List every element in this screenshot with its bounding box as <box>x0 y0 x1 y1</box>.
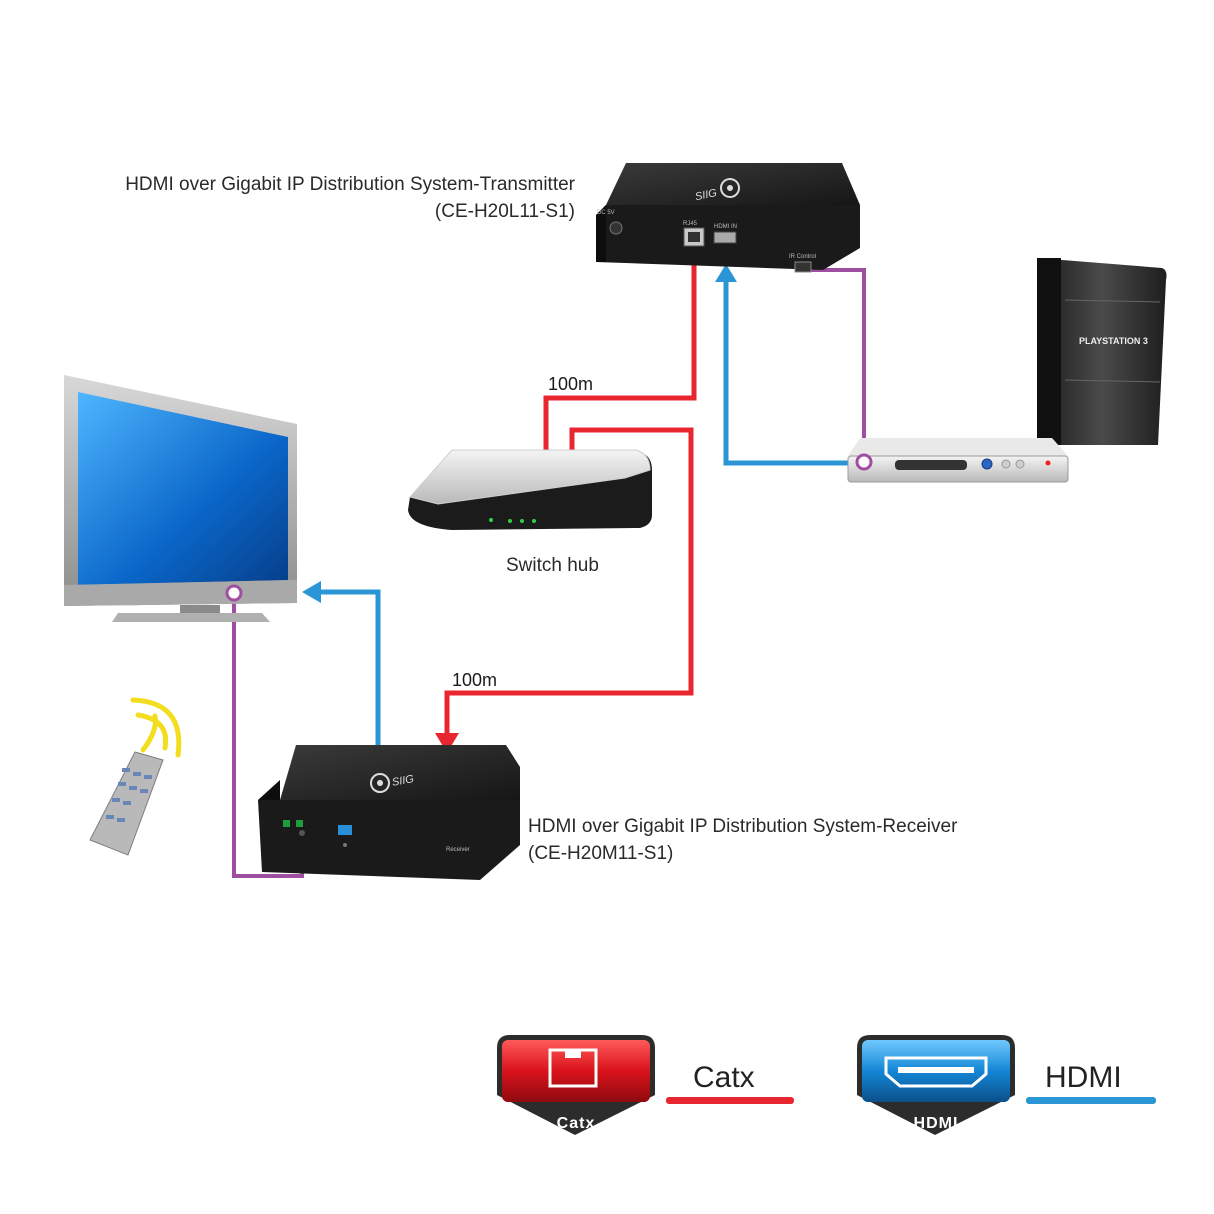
hdmi-arrowhead-tv <box>302 581 321 603</box>
switch-hub-label: Switch hub <box>506 555 599 576</box>
svg-text:RJ45: RJ45 <box>683 221 698 227</box>
transmitter-title: HDMI over Gigabit IP Distribution System… <box>125 174 575 195</box>
hdmi-cable-receiver-to-tv <box>318 589 381 752</box>
receiver-title: HDMI over Gigabit IP Distribution System… <box>528 816 958 837</box>
ir-signal-icon <box>130 697 182 758</box>
legend-hdmi: HDMI HDMI <box>857 1035 1156 1135</box>
catx-legend-line <box>666 1097 794 1104</box>
svg-text:HDMI IN: HDMI IN <box>714 224 737 230</box>
siig-logo: SIIG <box>694 178 740 203</box>
playstation-console: PLAYSTATION 3 <box>1037 258 1167 445</box>
catx-legend-label: Catx <box>693 1061 755 1094</box>
hdmi-arrowhead-transmitter <box>715 264 737 282</box>
receiver-box: Receiver SIIG <box>258 745 520 880</box>
svg-text:DC 5V: DC 5V <box>597 210 615 216</box>
catx-cables <box>444 250 697 735</box>
receiver-model: (CE-H20M11-S1) <box>528 843 673 864</box>
transmitter-box: DC 5V RJ45 HDMI IN IR Control SIIG <box>596 163 860 273</box>
legend-catx: Catx Catx <box>497 1035 794 1135</box>
brand-label: SIIG <box>694 187 718 203</box>
remote-control <box>89 697 182 856</box>
svg-text:IR Control: IR Control <box>789 254 816 260</box>
catx-cable-transmitter-to-switch <box>543 250 697 452</box>
hdmi-legend-label: HDMI <box>1045 1061 1122 1094</box>
media-player <box>847 438 1069 483</box>
catx-badge-label: Catx <box>557 1115 596 1132</box>
hdmi-legend-line <box>1026 1097 1156 1104</box>
ir-cable-transmitter-to-player <box>803 268 866 455</box>
hdmi-badge-label: HDMI <box>914 1115 959 1132</box>
switch-hub <box>408 449 652 530</box>
hdmi-cables <box>318 278 848 752</box>
distance-upper: 100m <box>548 374 593 394</box>
ir-port-player <box>855 453 873 471</box>
ethernet-port-icon <box>548 1048 598 1088</box>
catx-cable-switch-to-receiver <box>444 427 694 735</box>
hdmi-port-icon <box>884 1056 988 1088</box>
ir-port-tv <box>225 584 243 602</box>
svg-text:Receiver: Receiver <box>446 847 470 853</box>
catx-arrowhead <box>435 733 459 753</box>
siig-logo: SIIG <box>370 773 415 793</box>
transmitter-model: (CE-H20L11-S1) <box>435 201 575 222</box>
distance-lower: 100m <box>452 670 497 690</box>
brand-label: SIIG <box>391 773 415 789</box>
console-label: PLAYSTATION 3 <box>1079 336 1148 346</box>
television <box>64 375 297 622</box>
hdmi-cable-player-to-transmitter <box>723 278 848 466</box>
